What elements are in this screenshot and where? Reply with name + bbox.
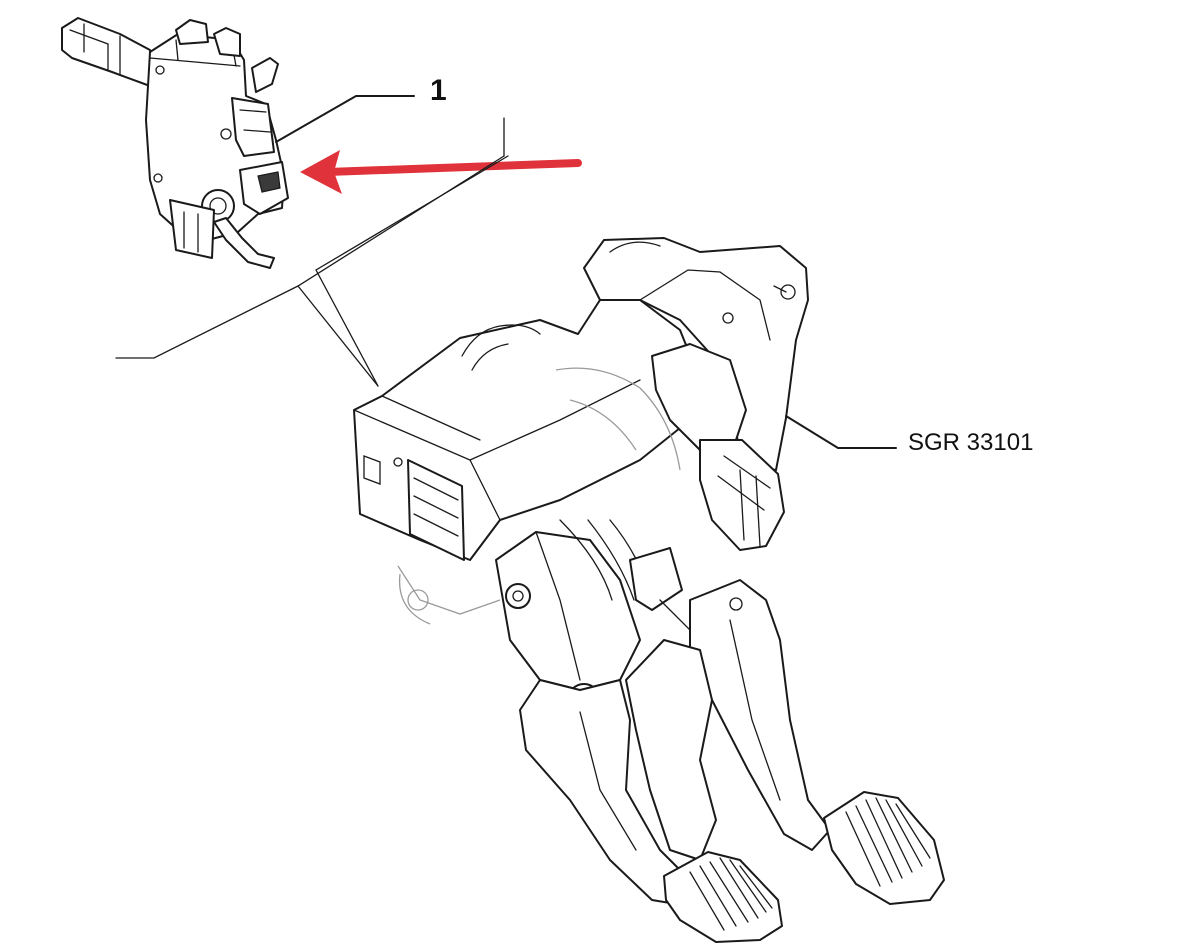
pedal-assembly — [353, 237, 945, 943]
sensor-switch-part — [61, 17, 289, 269]
right-pedal-pad — [823, 791, 945, 905]
part-number-label: 1 — [430, 74, 447, 107]
assembly-code-leader — [785, 415, 897, 449]
part-number-leader — [275, 95, 415, 143]
assembly-code-label: SGR 33101 — [908, 429, 1033, 456]
left-pedal-pad — [663, 851, 783, 943]
detail-view-lines — [115, 117, 509, 387]
red-indicator-arrow — [300, 150, 582, 194]
